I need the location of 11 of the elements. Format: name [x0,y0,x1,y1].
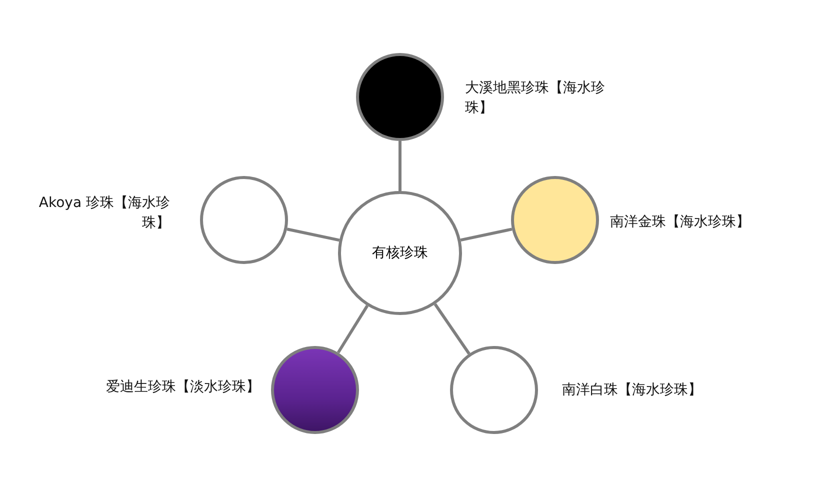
pearl-label: 南洋金珠【海水珍珠】 [610,213,751,232]
pearl-label: 大溪地黑珍珠【海水珍珠】 [465,79,606,118]
pearl-label: Akoya 珍珠【海水珍珠】 [38,194,170,233]
pearl-label: 南洋白珠【海水珍珠】 [562,381,703,400]
node-label: 有核珍珠 [372,244,428,262]
connector-line [460,228,512,242]
pearl-label: 爱迪生珍珠【淡水珍珠】 [105,378,260,397]
connector-line [336,304,369,354]
connector-line [434,303,470,355]
connector-line [398,141,402,191]
connector-line [286,228,340,242]
